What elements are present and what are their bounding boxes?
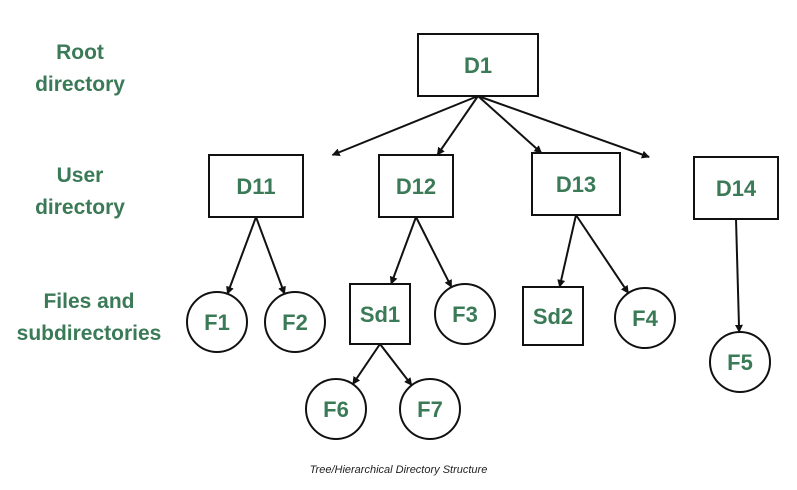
directory-box <box>378 154 454 218</box>
node-f6: F6 <box>305 378 367 440</box>
file-circle <box>614 287 676 349</box>
node-d14: D14 <box>693 156 779 220</box>
node-d13: D13 <box>531 152 621 216</box>
level-label-files: Files and subdirectories <box>16 290 162 345</box>
edge-d1-d13 <box>477 95 543 154</box>
node-f1: F1 <box>186 291 248 353</box>
node-label: F7 <box>417 397 443 422</box>
node-f3: F3 <box>434 283 496 345</box>
file-circle <box>399 378 461 440</box>
edge-sd1-f7 <box>379 343 413 386</box>
file-circle <box>709 331 771 393</box>
file-circle <box>264 291 326 353</box>
level-label-user: User directory <box>35 164 125 219</box>
node-d1: D1 <box>417 33 539 97</box>
edge-d12-f3 <box>415 216 453 288</box>
edge-d1-d14 <box>477 95 650 159</box>
node-label: F5 <box>727 350 753 375</box>
edge-sd1-f6 <box>351 343 381 385</box>
node-label: F2 <box>282 310 308 335</box>
node-label: Sd1 <box>360 302 400 327</box>
node-label: Sd2 <box>533 304 573 329</box>
directory-box <box>531 152 621 216</box>
level-label-root: Root directory <box>35 41 125 96</box>
node-sd1: Sd1 <box>349 283 411 345</box>
edge-d12-sd1 <box>389 216 417 285</box>
edge-d1-d11 <box>331 95 479 157</box>
node-d11: D11 <box>208 154 304 218</box>
edges-layer <box>226 95 743 386</box>
node-f2: F2 <box>264 291 326 353</box>
node-label: F3 <box>452 302 478 327</box>
node-label: F4 <box>632 306 658 331</box>
node-sd2: Sd2 <box>522 286 584 346</box>
directory-box <box>417 33 539 97</box>
node-f5: F5 <box>709 331 771 393</box>
node-label: D12 <box>396 174 436 199</box>
node-label: D14 <box>716 176 757 201</box>
edge-d11-f2 <box>255 216 286 295</box>
edge-d14-f5 <box>734 218 743 333</box>
directory-box <box>208 154 304 218</box>
directory-box <box>522 286 584 346</box>
edge-d13-sd2 <box>557 214 577 288</box>
node-f7: F7 <box>399 378 461 440</box>
edge-d13-f4 <box>575 214 630 294</box>
node-label: D11 <box>236 174 275 199</box>
node-label: F1 <box>204 310 230 335</box>
edge-d1-d12 <box>436 95 479 156</box>
node-label: F6 <box>323 397 349 422</box>
directory-box <box>693 156 779 220</box>
node-d12: D12 <box>378 154 454 218</box>
node-label: D1 <box>464 53 492 78</box>
diagram-caption: Tree/Hierarchical Directory Structure <box>309 464 488 476</box>
file-circle <box>305 378 367 440</box>
directory-box <box>349 283 411 345</box>
edge-d11-f1 <box>226 216 257 295</box>
file-circle <box>186 291 248 353</box>
file-circle <box>434 283 496 345</box>
node-label: D13 <box>556 172 596 197</box>
node-f4: F4 <box>614 287 676 349</box>
